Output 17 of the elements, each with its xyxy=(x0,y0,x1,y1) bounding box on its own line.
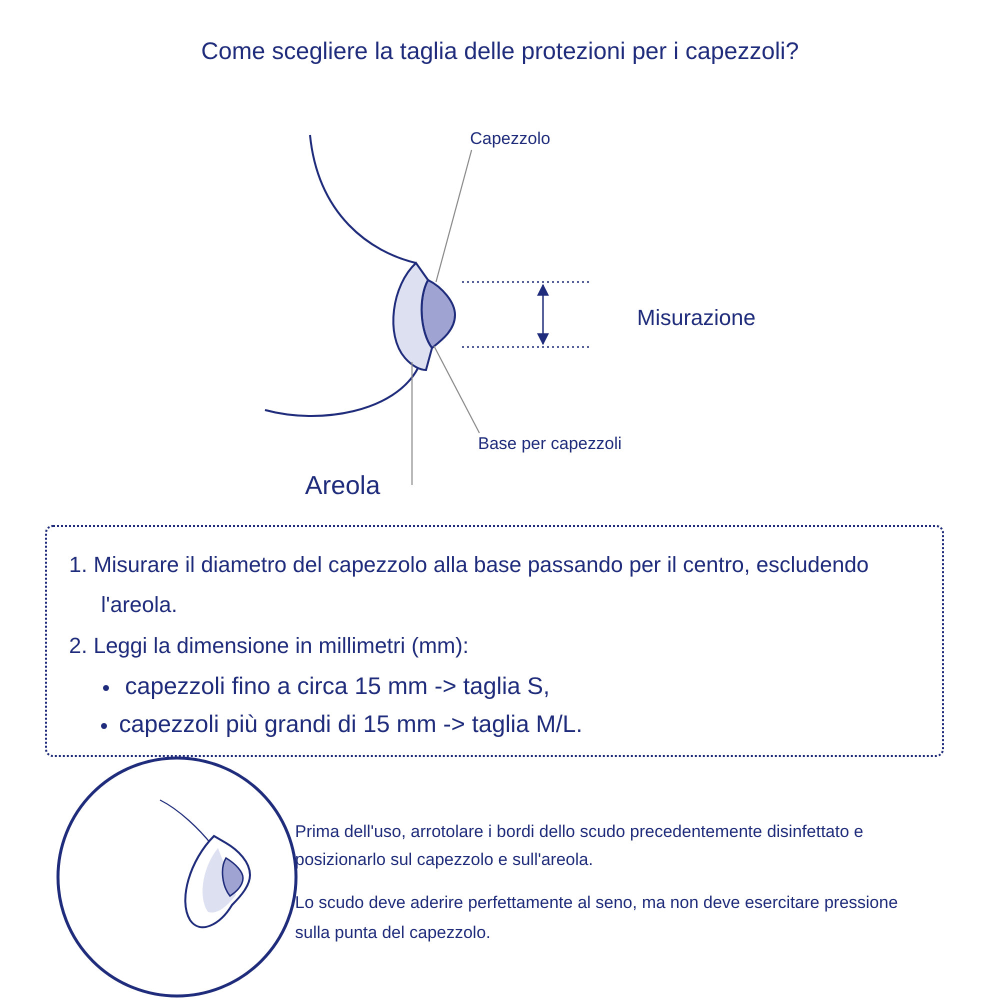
callout-label: Base per capezzoli xyxy=(478,433,622,455)
instruction-note: Prima dell'uso, arrotolare i bordi dello scudo precedentemente disinfettato e posizionarlo sul capezzolo e sull'areola. xyxy=(295,821,864,871)
instruction-note: Lo scudo deve aderire perfettamente al seno, ma non deve esercitare pressione sulla punta del capezzolo. xyxy=(295,892,899,944)
leader-line xyxy=(435,150,472,282)
leader-line xyxy=(411,362,413,485)
instruction-step: 1. Misurare il diametro del capezzolo alla base passando per il centro, escludendo l'areola. xyxy=(69,545,871,625)
title: Come scegliere la taglia delle protezioni per i capezzoli? xyxy=(200,38,800,66)
bullet-item: capezzoli fino a circa 15 mm -> taglia S, xyxy=(125,672,550,702)
areola-shape xyxy=(392,262,433,371)
instruction-step: 2. Leggi la dimensione in millimetri (mm): xyxy=(69,629,469,663)
bullet-item: capezzoli più grandi di 15 mm -> taglia M/L. xyxy=(119,710,583,740)
callout-label: Areola xyxy=(305,470,412,500)
measurement-label: Misurazione xyxy=(637,305,756,331)
leader-line xyxy=(433,346,480,434)
callout-label: Capezzolo xyxy=(470,128,550,150)
instruction-panel xyxy=(45,525,944,757)
nipple-shape xyxy=(420,279,456,349)
